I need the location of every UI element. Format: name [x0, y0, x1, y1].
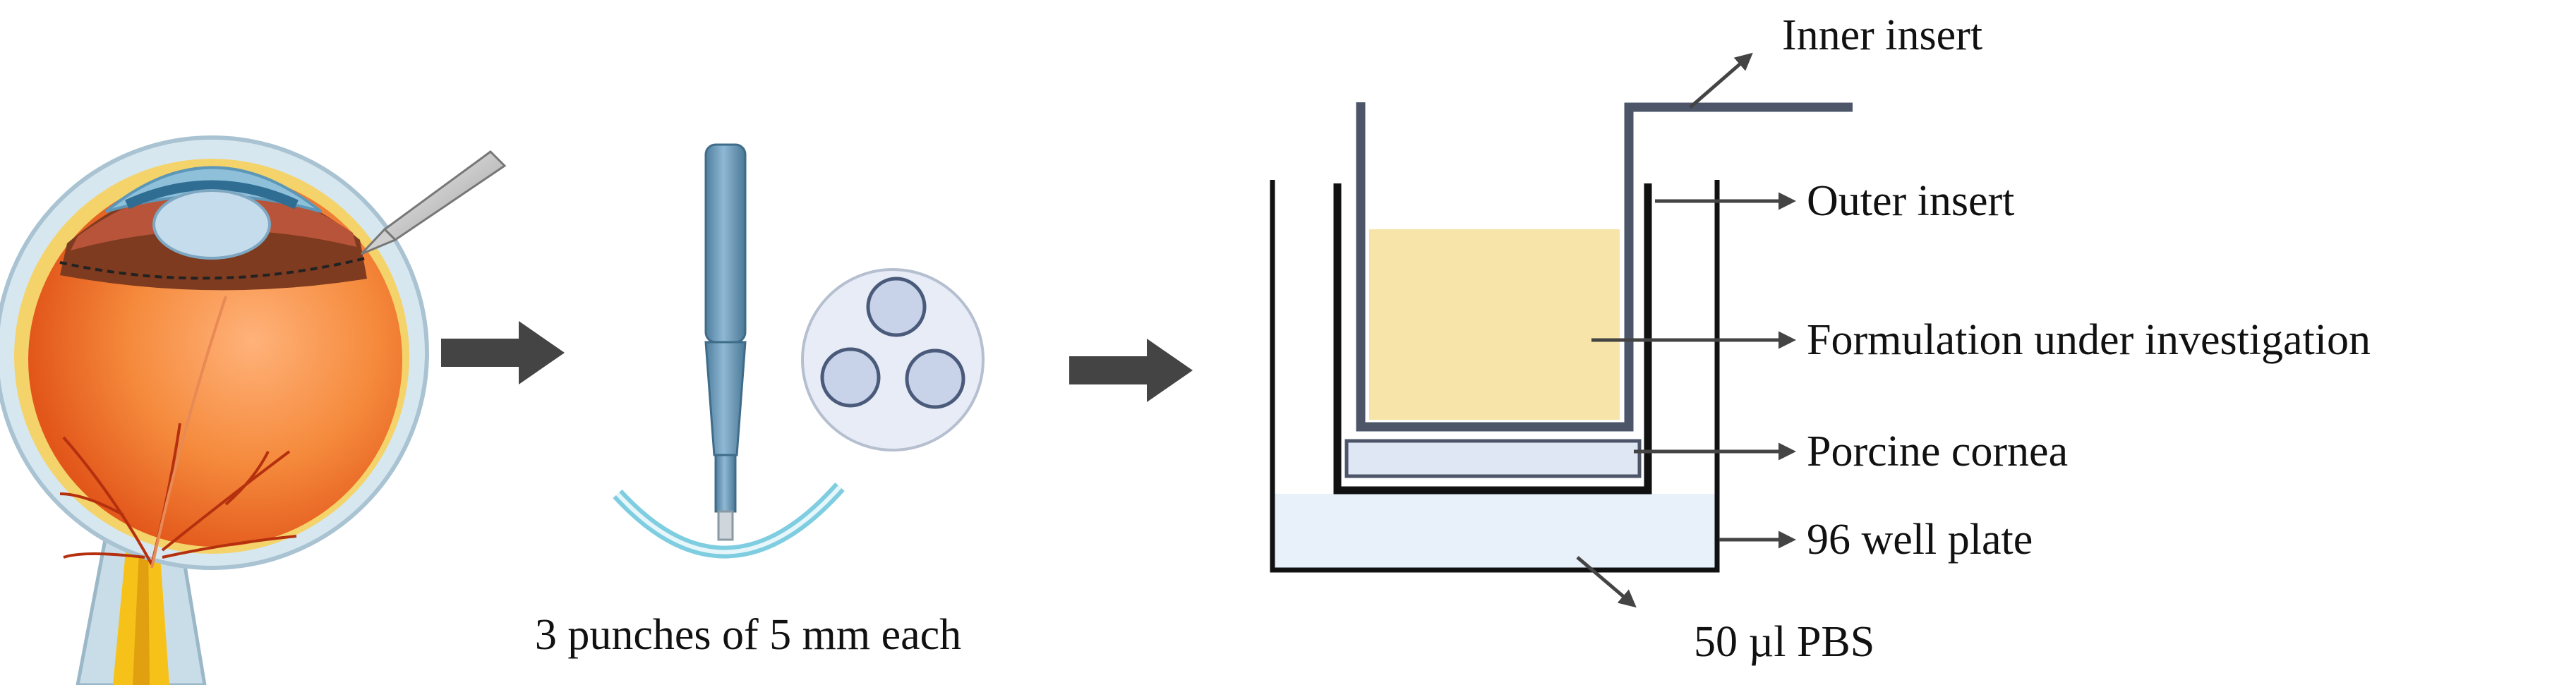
callout-inner-insert: [1689, 52, 1753, 109]
formulation-fill: [1369, 229, 1620, 420]
punch-hole: [905, 348, 965, 409]
punch-caption: 3 punches of 5 mm each: [535, 611, 961, 659]
punch-hole: [866, 277, 927, 337]
label-inner-insert: Inner insert: [1782, 11, 1982, 59]
outer-insert: [1333, 183, 1652, 495]
pbs-fill: [1275, 494, 1715, 570]
callout-pbs: [1576, 556, 1637, 608]
process-arrow-2: [1069, 339, 1193, 402]
process-arrow-1: [441, 321, 565, 384]
scalpel-icon: [360, 150, 507, 255]
permeation-setup: [1270, 102, 1853, 573]
punch-hole: [820, 347, 881, 408]
biopsy-punch-icon: [704, 143, 747, 541]
callout-arrows: [1576, 52, 1796, 608]
label-outer-insert: Outer insert: [1807, 177, 2014, 225]
eye-lens: [152, 189, 271, 260]
eye-illustration: [0, 135, 429, 685]
punched-cornea-icon: [801, 268, 985, 451]
well-plate: [1270, 180, 1720, 573]
label-pbs: 50 µl PBS: [1694, 618, 1874, 666]
porcine-cornea: [1344, 439, 1642, 478]
cut-line: [59, 256, 369, 280]
inner-insert: [1356, 102, 1853, 432]
label-formulation: Formulation under investigation: [1807, 316, 2371, 364]
label-porcine-cornea: Porcine cornea: [1807, 428, 2068, 475]
label-well-plate: 96 well plate: [1807, 516, 2033, 564]
